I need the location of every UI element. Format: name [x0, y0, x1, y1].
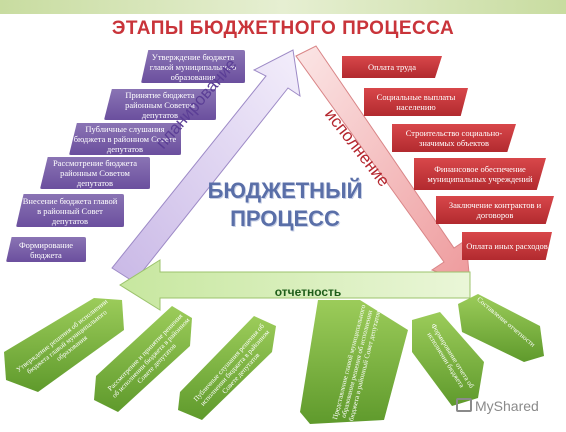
execution-item-4: Финансовое обеспечение муниципальных учр… — [414, 158, 546, 190]
watermark: MyShared — [456, 398, 539, 414]
execution-item-5: Заключение контрактов и договоров — [436, 196, 554, 224]
reporting-leaf-2 — [94, 306, 192, 412]
reporting-leaves — [4, 294, 544, 424]
presentation-icon — [456, 398, 472, 412]
reporting-leaf-4 — [300, 300, 408, 424]
execution-item-1: Оплата труда — [342, 56, 442, 78]
execution-item-3: Строительство социально-значимых объекто… — [392, 124, 516, 152]
page-title: ЭТАПЫ БЮДЖЕТНОГО ПРОЦЕССА — [111, 18, 455, 39]
planning-item-3: Публичные слушания бюджета в районном Со… — [69, 123, 181, 155]
reporting-label: отчетность — [274, 285, 342, 299]
reporting-leaf-5 — [412, 312, 484, 406]
planning-item-1: Утверждение бюджета главой муниципальног… — [141, 50, 245, 83]
execution-arrow — [295, 45, 471, 285]
execution-item-2: Социальные выплаты населению — [364, 88, 468, 116]
planning-item-5: Внесение бюджета главой в районный Совет… — [16, 194, 124, 227]
reporting-leaf-3 — [178, 316, 276, 420]
reporting-leaf-1 — [4, 298, 124, 392]
planning-arrow — [111, 49, 301, 283]
top-decor-bar — [0, 0, 566, 14]
reporting-leaf-6 — [458, 294, 544, 362]
center-title-line2: ПРОЦЕСС — [230, 206, 340, 231]
execution-item-6: Оплата иных расходов — [462, 232, 552, 260]
reporting-arrow — [119, 259, 471, 311]
planning-item-4: Рассмотрение бюджета районным Советом де… — [40, 157, 150, 189]
center-title-line1: БЮДЖЕТНЫЙ — [207, 178, 363, 203]
planning-item-6: Формирование бюджета — [6, 237, 86, 262]
planning-item-2: Принятие бюджета районным Советом депута… — [104, 89, 216, 120]
